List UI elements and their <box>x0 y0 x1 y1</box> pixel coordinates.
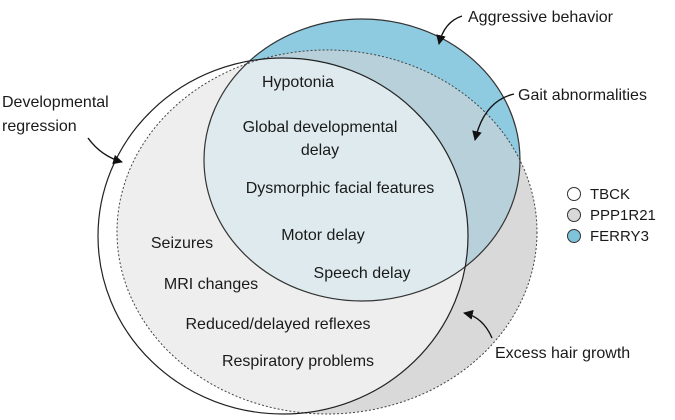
ppp1r21-outline <box>116 49 538 415</box>
label-hypotonia: Hypotonia <box>262 74 334 91</box>
legend-swatch-ppp1r21 <box>567 208 581 222</box>
legend-swatch-ferry3 <box>567 229 581 243</box>
tbck-circle <box>98 58 468 414</box>
legend-label-ppp1r21: PPP1R21 <box>590 207 656 224</box>
callout-excess-hair-growth: Excess hair growth <box>495 345 630 362</box>
callout-arrow-aggressive <box>436 15 463 45</box>
label-global-developmental-delay-1: Global developmental <box>243 119 398 136</box>
legend-label-ferry3: FERRY3 <box>590 228 649 245</box>
callout-arrow-regression <box>87 137 123 165</box>
tbck-outline <box>97 57 469 415</box>
callout-developmental-regression-1: Developmental <box>2 94 109 111</box>
callout-arrow-gait <box>472 93 515 141</box>
callout-developmental-regression-2: regression <box>2 118 77 135</box>
callout-arrow-hair <box>463 310 493 339</box>
legend-swatch-tbck <box>567 187 581 201</box>
label-global-developmental-delay-2: delay <box>301 142 339 159</box>
label-dysmorphic-facial-features: Dysmorphic facial features <box>246 180 435 197</box>
label-mri-changes: MRI changes <box>164 276 258 293</box>
legend-label-tbck: TBCK <box>590 186 630 203</box>
label-reduced-delayed-reflexes: Reduced/delayed reflexes <box>185 316 370 333</box>
callout-gait-abnormalities: Gait abnormalities <box>518 87 647 104</box>
legend: TBCK PPP1R21 FERRY3 <box>567 186 656 245</box>
label-respiratory-problems: Respiratory problems <box>222 353 374 370</box>
label-motor-delay: Motor delay <box>281 227 365 244</box>
ferry3-outline <box>203 18 521 302</box>
label-speech-delay: Speech delay <box>314 265 411 282</box>
label-seizures: Seizures <box>151 235 213 252</box>
callout-aggressive-behavior: Aggressive behavior <box>468 9 614 26</box>
